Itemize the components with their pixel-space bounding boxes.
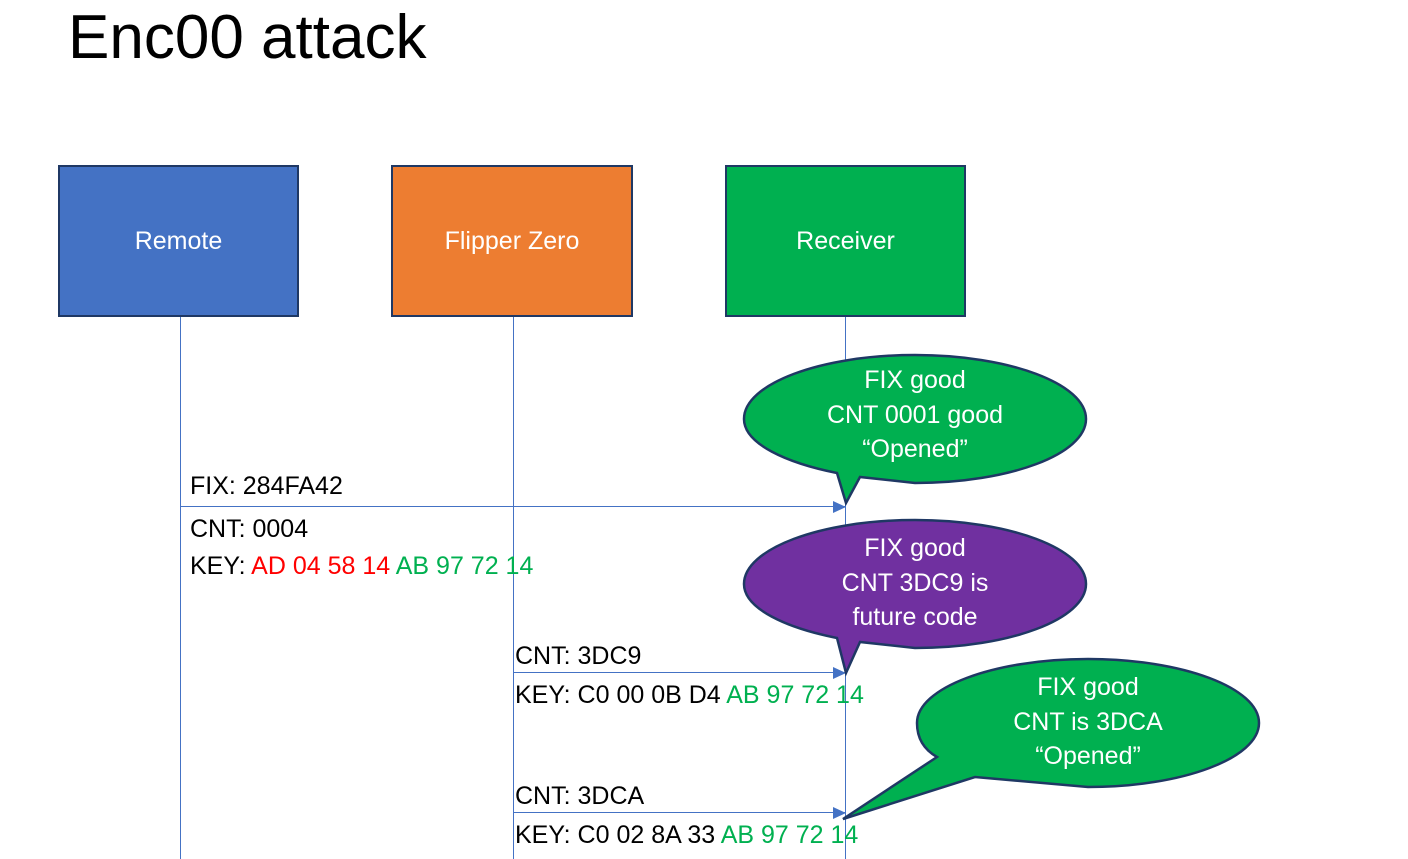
callout-bubble-cnt-3dca: FIX good CNT is 3DCA “Opened” — [842, 657, 1261, 821]
actor-box-remote[interactable]: Remote — [58, 165, 299, 317]
message-arrow-remote-to-receiver — [181, 500, 846, 513]
page-title: Enc00 attack — [68, 3, 427, 72]
key-serial-bytes: AB 97 72 14 — [726, 681, 864, 709]
message-label-key-3dc9: KEY: C0 00 0B D4 AB 97 72 14 — [515, 680, 864, 711]
message-arrow-flipper-to-receiver-1 — [514, 666, 846, 679]
message-label-cnt-3dca: CNT: 3DCA — [515, 782, 645, 810]
message-label-cnt-0004: CNT: 0004 — [190, 515, 309, 543]
key-prefix: KEY: C0 00 0B D4 — [515, 681, 727, 709]
message-label-cnt-3dc9: CNT: 3DC9 — [515, 642, 642, 670]
lifeline-remote — [180, 317, 181, 859]
message-label-key-3dca: KEY: C0 02 8A 33 AB 97 72 14 — [515, 820, 858, 851]
key-prefix: KEY: C0 02 8A 33 — [515, 821, 721, 849]
actor-label-remote: Remote — [134, 227, 223, 255]
callout-shape-2 — [742, 518, 1088, 677]
callout-bubble-future-code: FIX good CNT 3DC9 is future code — [742, 518, 1088, 677]
message-label-key-remote: KEY: AD 04 58 14 AB 97 72 14 — [190, 551, 533, 582]
arrow-head-icon — [833, 666, 846, 679]
message-arrow-flipper-to-receiver-2 — [514, 806, 846, 819]
lifeline-flipper-zero — [513, 317, 514, 859]
actor-box-receiver[interactable]: Receiver — [725, 165, 966, 317]
arrow-head-icon — [833, 500, 846, 513]
message-label-fix: FIX: 284FA42 — [190, 472, 343, 500]
key-prefix: KEY: — [190, 552, 252, 580]
key-encrypted-bytes: AD 04 58 14 — [251, 552, 391, 580]
actor-label-flipper-zero: Flipper Zero — [444, 227, 580, 255]
callout-shape-1 — [742, 353, 1088, 507]
callout-bubble-fix-good-cnt-0001: FIX good CNT 0001 good “Opened” — [742, 353, 1088, 507]
actor-label-receiver: Receiver — [796, 227, 895, 255]
key-serial-bytes: AB 97 72 14 — [395, 552, 534, 580]
actor-box-flipper-zero[interactable]: Flipper Zero — [391, 165, 633, 317]
key-serial-bytes: AB 97 72 14 — [720, 821, 859, 849]
arrow-head-icon — [833, 806, 846, 819]
callout-shape-3 — [842, 657, 1261, 821]
